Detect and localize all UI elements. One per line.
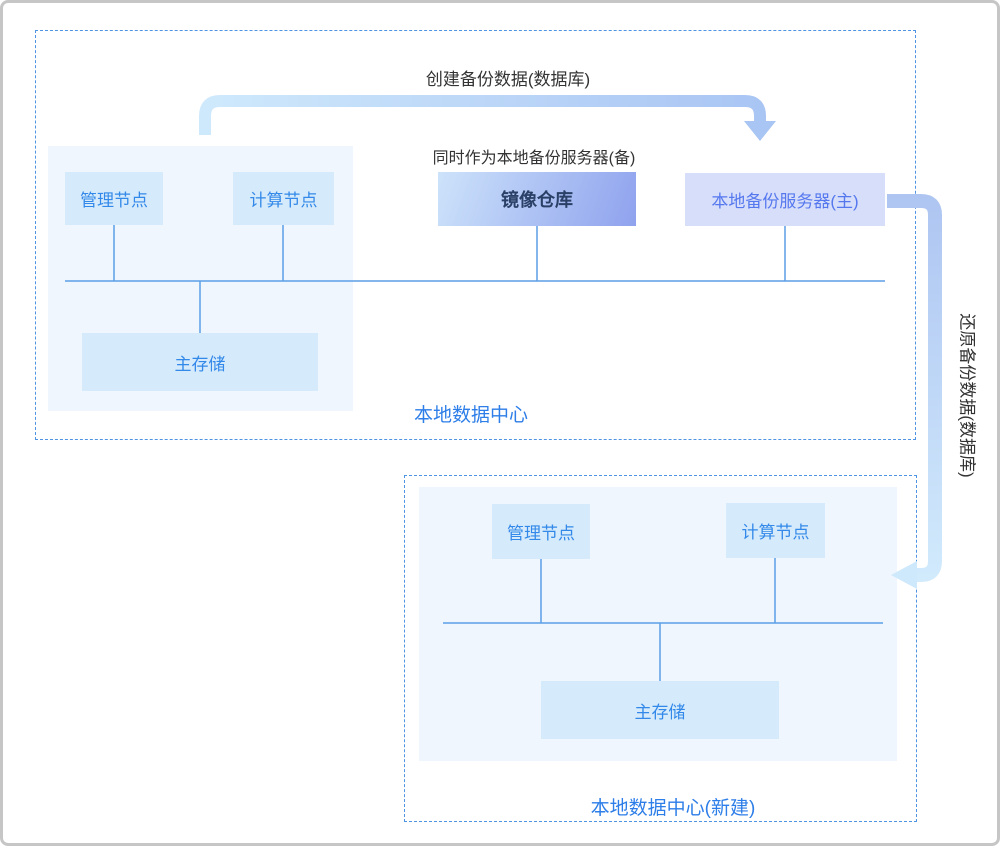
node-local-backup-server-primary-label: 本地备份服务器(主) xyxy=(711,192,859,211)
node-compute-bottom: 计算节点 xyxy=(726,503,825,558)
restore-backup-flow-label: 还原备份数据(数据库) xyxy=(957,313,977,478)
node-primary-storage-bottom: 主存储 xyxy=(541,681,779,739)
node-management-bottom-label: 管理节点 xyxy=(507,524,575,543)
datacenter-bottom-boundary xyxy=(404,475,917,822)
node-mirror-repository-label: 镜像仓库 xyxy=(501,190,573,210)
datacenter-bottom-title: 本地数据中心(新建) xyxy=(590,798,756,819)
datacenter-top-title: 本地数据中心 xyxy=(413,405,529,426)
node-primary-storage-bottom-label: 主存储 xyxy=(634,702,686,722)
create-backup-flow-label: 创建备份数据(数据库) xyxy=(425,70,591,89)
node-primary-storage-top: 主存储 xyxy=(82,333,318,391)
node-compute-bottom-label: 计算节点 xyxy=(741,523,810,542)
node-management-top-label: 管理节点 xyxy=(80,191,148,210)
node-local-backup-server-primary: 本地备份服务器(主) xyxy=(685,173,885,226)
node-mirror-repository: 镜像仓库 xyxy=(438,172,636,226)
node-compute-top-label: 计算节点 xyxy=(249,191,318,210)
node-management-bottom: 管理节点 xyxy=(492,504,590,559)
node-primary-storage-top-label: 主存储 xyxy=(174,354,226,374)
node-management-top: 管理节点 xyxy=(65,172,163,225)
standby-backup-note: 同时作为本地备份服务器(备) xyxy=(432,150,636,167)
node-compute-top: 计算节点 xyxy=(233,172,334,225)
